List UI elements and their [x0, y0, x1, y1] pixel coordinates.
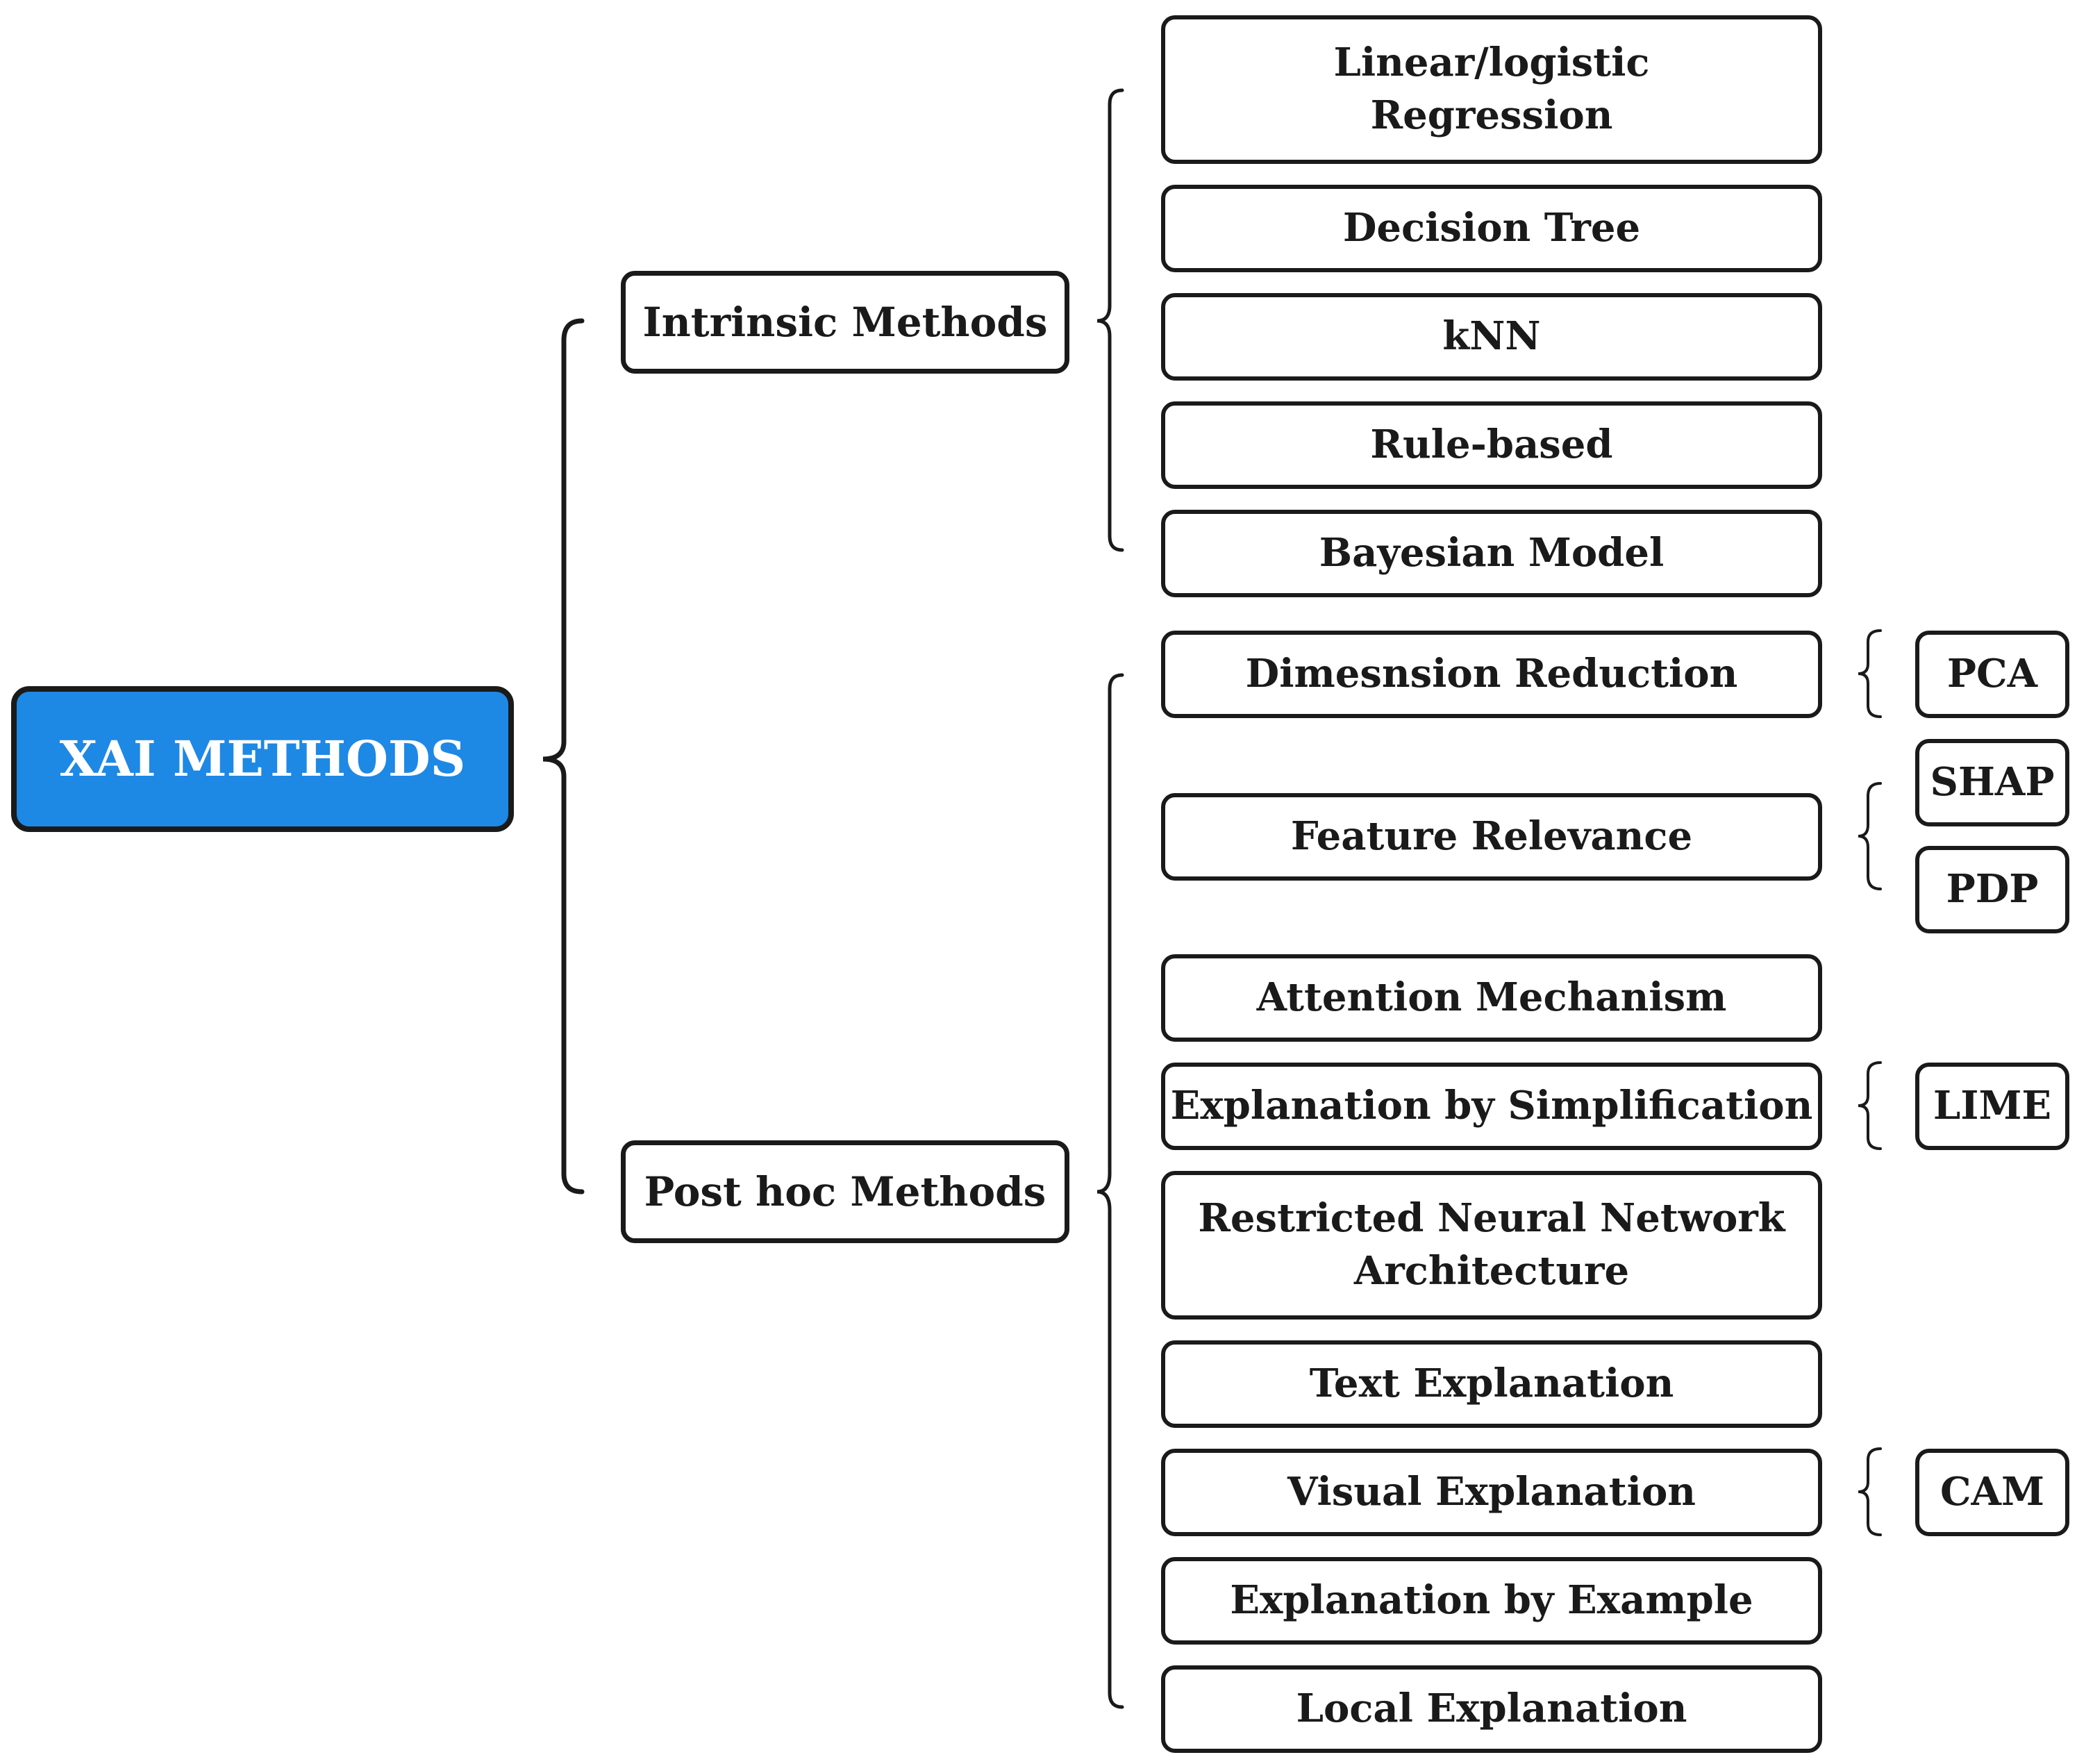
- method-linear-logistic-regression: Linear/logistic Regression: [1161, 15, 1822, 164]
- posthoc-brace: [1096, 673, 1124, 1709]
- dimension-reduction-brace: [1858, 629, 1882, 718]
- method-restricted-neural-network-architecture: Restricted Neural Network Architecture: [1161, 1171, 1822, 1320]
- root-node: XAI METHODS: [11, 686, 514, 832]
- visual-explanation-brace: [1858, 1447, 1882, 1536]
- category-intrinsic-methods: Intrinsic Methods: [621, 271, 1069, 374]
- method-local-explanation: Local Explanation: [1161, 1665, 1822, 1753]
- method-knn: kNN: [1161, 293, 1822, 381]
- method-attention-mechanism: Attention Mechanism: [1161, 954, 1822, 1042]
- method-visual-explanation: Visual Explanation: [1161, 1449, 1822, 1536]
- category-post-hoc-methods: Post hoc Methods: [621, 1140, 1069, 1243]
- method-explanation-by-simplification: Explanation by Simplification: [1161, 1063, 1822, 1150]
- method-explanation-by-example: Explanation by Example: [1161, 1557, 1822, 1645]
- example-pdp: PDP: [1915, 846, 2069, 933]
- method-dimension-reduction: Dimesnsion Reduction: [1161, 631, 1822, 718]
- simplification-brace: [1858, 1061, 1882, 1150]
- example-lime: LIME: [1915, 1063, 2069, 1150]
- intrinsic-brace: [1096, 88, 1124, 552]
- example-shap: SHAP: [1915, 739, 2069, 826]
- root-brace: [542, 318, 585, 1195]
- example-pca: PCA: [1915, 631, 2069, 718]
- feature-relevance-brace: [1858, 782, 1882, 890]
- method-text-explanation: Text Explanation: [1161, 1340, 1822, 1428]
- method-rule-based: Rule-based: [1161, 401, 1822, 489]
- method-decision-tree: Decision Tree: [1161, 185, 1822, 272]
- example-cam: CAM: [1915, 1449, 2069, 1536]
- method-bayesian-model: Bayesian Model: [1161, 510, 1822, 597]
- method-feature-relevance: Feature Relevance: [1161, 793, 1822, 881]
